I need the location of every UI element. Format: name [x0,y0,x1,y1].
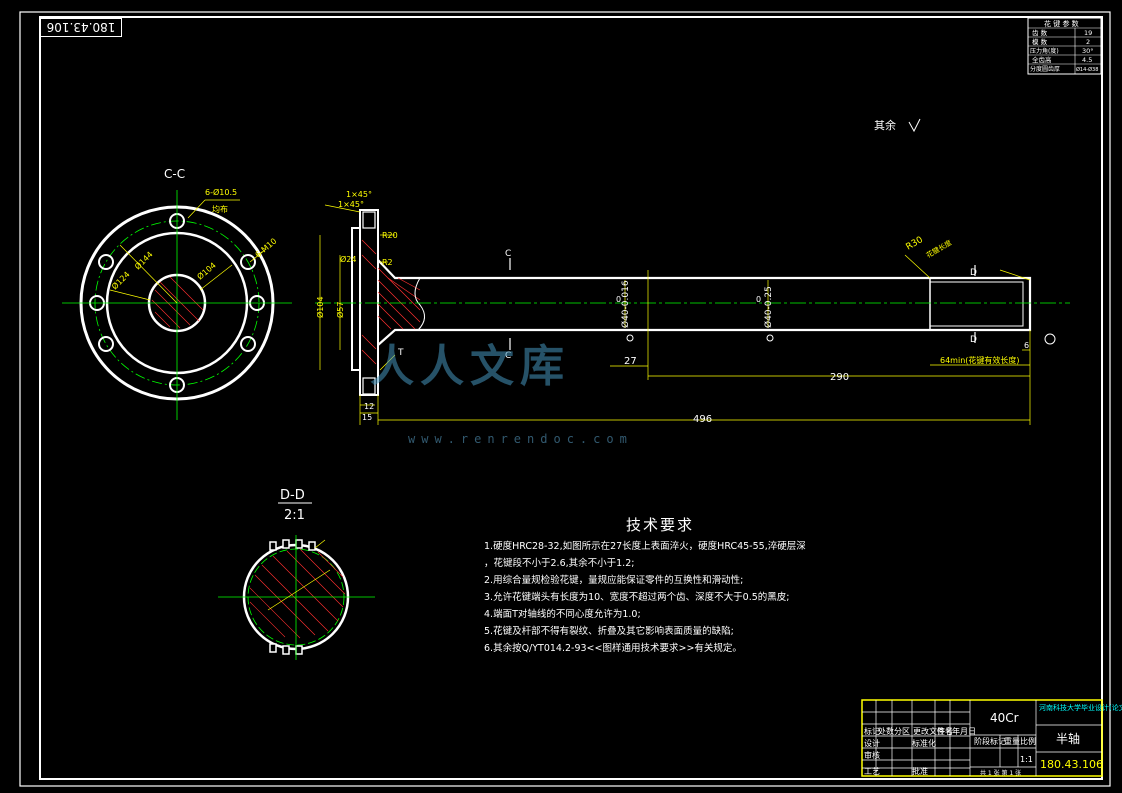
tech-line: 3.允许花键端头有长度为10、宽度不超过两个齿、深度不大于0.5的黑皮; [484,592,790,603]
shaft-dia-2: Ø40-0.25 [763,286,774,328]
section-c-bottom: C [505,351,511,361]
std-label: 标准化 [912,738,936,748]
section-c-top: C [505,249,511,259]
len-15: 15 [362,413,372,422]
len-12: 12 [364,402,374,411]
shaft-main-view [315,204,1070,425]
drawing-number: 180.43.106 [1040,758,1103,771]
check-label: 审核 [864,750,880,760]
cc-label: C-C [164,167,185,181]
tech-line: 4.端面T对轴线的不同心度允许为1.0; [484,609,641,620]
watermark-text: 人人文库 [370,341,570,392]
m10-dim: 6-M10 [254,237,279,260]
tech-line: 1.硬度HRC28-32,如图所示在27长度上表面淬火，硬度HRC45-55,淬… [484,541,806,552]
r20-dim: R20 [382,231,398,240]
tech-line: 2.用综合量规检验花键，量规应能保证零件的互换性和滑动性; [484,575,744,586]
spline-params-table [1027,17,1102,75]
scale-label: 比例 [1020,736,1036,746]
len-290: 290 [830,372,849,383]
d104-dim: Ø104 [315,296,325,318]
dd-label: D-D [280,488,305,503]
title-block [861,699,1103,777]
part-name: 半轴 [1056,731,1080,746]
section-d-top: D [970,268,977,278]
len-6: 6 [1024,341,1029,350]
section-cc-view [62,190,292,420]
d57-dim: Ø57 [335,302,345,318]
row-label: 处数 [878,726,894,736]
watermark-url: www.renrendoc.com [408,432,633,446]
spline-row-value: 4.5 [1082,56,1092,64]
approve-label: 批准 [912,766,928,776]
d24-dim: Ø24 [340,254,356,264]
school-name: 河南科技大学毕业设计(论文) [1039,703,1122,712]
spline-row-label: 模 数 [1032,37,1048,46]
r30-note: 花键长度 [925,238,954,260]
shaft-dia-1: Ø40-0.016 [620,280,631,328]
drawing-number-stamp: 180.43.106 [40,18,122,37]
material: 40Cr [990,711,1019,725]
d124-dim: Ø124 [109,269,131,291]
stage-label: 阶段标记 [974,736,1006,746]
holes-dim: 6-Ø10.5 [205,187,237,197]
chamfer1: 1×45° [346,190,372,199]
len-27: 27 [624,356,637,367]
spline-row-label: 齿 数 [1032,28,1048,37]
spline-row-value: 2 [1086,38,1090,46]
sheet-info: 共 1 张 第 1 张 [980,769,1021,777]
tol-zero-2: 0 [756,295,761,304]
section-d-bottom: D [970,335,977,345]
process-label: 工艺 [864,767,880,776]
len-496: 496 [693,414,712,425]
tol-zero-1: 0 [616,295,621,304]
section-dd-view [218,535,375,660]
d144-dim: Ø144 [132,249,154,271]
row-label: 签名 [937,726,953,736]
chamfer2: 1×45° [338,200,364,209]
surface-note: 其余 [874,118,896,132]
row-label: 分区 [894,727,910,736]
spline-row-label: 压力角(度) [1030,47,1059,55]
holes-note: 均布 [212,204,228,214]
d104-flange-dim: Ø104 [195,260,218,282]
row-label: 标记 [864,726,880,736]
len-64: 64min(花键有效长度) [940,355,1020,365]
tech-requirements: 1.硬度HRC28-32,如图所示在27长度上表面淬火，硬度HRC45-55,淬… [484,538,864,657]
spline-row-value: 19 [1084,29,1092,37]
roughness-icon [908,118,921,133]
tech-line: 6.其余按Q/YT014.2-93<<图样通用技术要求>>有关规定。 [484,643,742,654]
row-label: 年月日 [952,726,976,736]
tech-line: 5.花键及杆部不得有裂纹、折叠及其它影响表面质量的缺陷; [484,626,734,637]
tech-line: ，花键段不小于2.6,其余不小于1.2; [484,558,635,569]
row-label: 更改文件号 [913,726,953,736]
spline-row-label: 分度圆齿厚 [1030,65,1060,73]
r30-dim: R30 [905,235,926,253]
weight-label: 重量 [1004,736,1020,746]
spline-row-value: Ø14-Ø38 [1076,66,1098,73]
spline-row-value: 30° [1082,47,1094,55]
spline-row-label: 全齿高 [1032,55,1052,64]
scale-value: 1:1 [1020,755,1033,764]
spline-params-header: 花 键 参 数 [1044,19,1079,28]
r2-dim: R2 [382,258,393,267]
tech-requirements-title: 技术要求 [626,516,695,534]
dd-scale: 2:1 [284,508,305,523]
design-label: 设计 [864,738,880,748]
datum-t: T [397,348,404,358]
